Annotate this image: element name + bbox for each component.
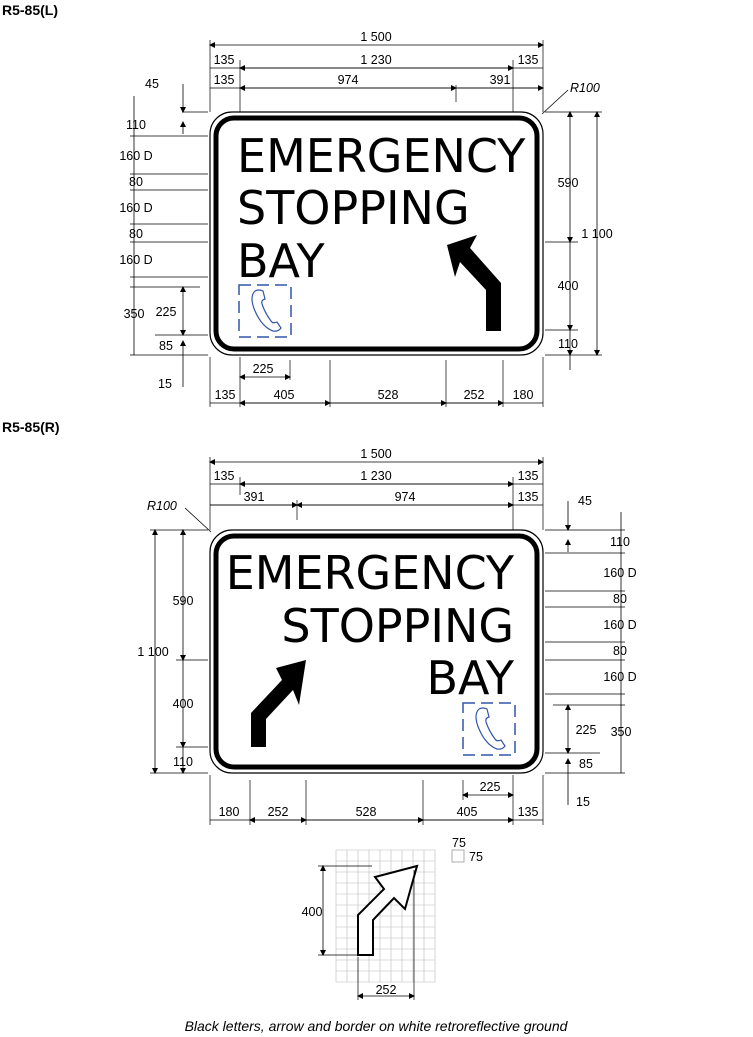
dim-right-margin-r: 135 xyxy=(518,469,539,483)
dim-bottom-seg-3-r: 528 xyxy=(356,805,377,819)
sign-right-line-3: BAY xyxy=(426,651,514,705)
grid-unit-height: 75 xyxy=(469,850,483,864)
sign-right-line-2: STOPPING xyxy=(281,599,514,653)
dim-bottom-seg-5-r: 135 xyxy=(518,805,539,819)
dim-left-590-r: 590 xyxy=(173,594,194,608)
dim-bottom-seg-1: 135 xyxy=(215,388,236,402)
dim-left-400-r: 400 xyxy=(173,697,194,711)
dim-side-350-r: 350 xyxy=(611,725,632,739)
arrow-detail-group: 75 75 400 252 xyxy=(302,836,483,1000)
arrow-up-left-icon xyxy=(447,235,501,331)
dim-right-110: 110 xyxy=(558,337,578,351)
sign-left-group: R5-85(L) 1 500 135 1 230 135 135 974 391… xyxy=(2,2,613,407)
dim-bottom-seg-4-r: 405 xyxy=(457,805,478,819)
dim-bottom-phone: 225 xyxy=(253,362,274,376)
dim-side-110: 110 xyxy=(126,118,146,132)
dim-left-1100-r: 1 100 xyxy=(137,645,168,659)
dim-right-590: 590 xyxy=(558,176,579,190)
dim-side-45: 45 xyxy=(145,77,159,91)
dim-right-margin-r2: 135 xyxy=(518,490,539,504)
dim-side-45-r: 45 xyxy=(578,494,592,508)
dim-bottom-seg-3: 528 xyxy=(378,388,399,402)
dim-side-225-r: 225 xyxy=(576,723,597,737)
legend-caption: Black letters, arrow and border on white… xyxy=(185,1018,569,1034)
dim-side-80b: 80 xyxy=(129,227,143,241)
dim-right-400: 400 xyxy=(558,279,579,293)
dim-side-160c-r: 160 D xyxy=(603,670,636,684)
dim-side-110-r: 110 xyxy=(610,535,630,549)
dim-bottom-seg-2: 405 xyxy=(274,388,295,402)
grid-unit-box xyxy=(451,849,465,863)
dim-side-160a: 160 D xyxy=(119,149,152,163)
dim-overall-width-r: 1 500 xyxy=(360,447,391,461)
sign-left-line-2: STOPPING xyxy=(237,181,470,235)
sign-left-line-3: BAY xyxy=(237,234,325,288)
sign-right-border xyxy=(213,533,540,770)
dim-side-15: 15 xyxy=(158,377,172,391)
telephone-icon-r xyxy=(475,707,506,750)
dim-side-350: 350 xyxy=(124,307,145,321)
dim-inner-width: 1 230 xyxy=(360,53,391,67)
telephone-icon xyxy=(251,289,282,332)
dim-bottom-seg-4: 252 xyxy=(464,388,485,402)
dim-side-85-r: 85 xyxy=(579,757,593,771)
dim-side-160b: 160 D xyxy=(119,201,152,215)
dim-left-110-r: 110 xyxy=(173,755,193,769)
sign-left-border xyxy=(213,115,540,352)
dim-text-width-r: 974 xyxy=(395,490,416,504)
arrow-width-dim: 252 xyxy=(376,983,397,997)
dim-side-15-r: 15 xyxy=(576,795,590,809)
dim-overall-width: 1 500 xyxy=(360,30,391,44)
dim-side-160b-r: 160 D xyxy=(603,618,636,632)
phone-frame xyxy=(238,284,292,338)
radius-label: R100 xyxy=(570,81,600,95)
dim-side-160c: 160 D xyxy=(119,253,152,267)
radius-label-r: R100 xyxy=(147,499,177,513)
dim-right-margin: 135 xyxy=(518,53,539,67)
dim-text-width: 974 xyxy=(338,73,359,87)
dim-arrow-width: 391 xyxy=(490,73,511,87)
arrow-grid xyxy=(335,849,436,983)
dim-side-80a: 80 xyxy=(129,175,143,189)
grid-unit-width: 75 xyxy=(452,836,466,850)
dim-inner-width-r: 1 230 xyxy=(360,469,391,483)
sign-right-line-1: EMERGENCY xyxy=(226,546,515,600)
dim-side-80b-r: 80 xyxy=(613,644,627,658)
dim-right-1100: 1 100 xyxy=(581,227,612,241)
dim-side-85: 85 xyxy=(159,339,173,353)
dim-bottom-seg-2-r: 252 xyxy=(268,805,289,819)
dim-side-80a-r: 80 xyxy=(613,592,627,606)
arrow-outline-icon xyxy=(357,864,419,956)
dim-bottom-phone-r: 225 xyxy=(480,780,501,794)
phone-frame-r xyxy=(462,702,516,756)
dim-left-margin-r: 135 xyxy=(214,469,235,483)
dim-bottom-seg-5: 180 xyxy=(513,388,534,402)
dim-side-225: 225 xyxy=(156,305,177,319)
sign-right-title: R5-85(R) xyxy=(2,419,60,435)
dim-left-margin-2: 135 xyxy=(214,73,235,87)
dim-arrow-width-r: 391 xyxy=(244,490,265,504)
arrow-up-right-icon xyxy=(251,660,306,747)
sign-right-group: R5-85(R) 1 500 135 1 230 135 391 974 135… xyxy=(2,419,637,825)
dim-side-160a-r: 160 D xyxy=(603,566,636,580)
dim-left-margin: 135 xyxy=(214,53,235,67)
dim-bottom-seg-1-r: 180 xyxy=(219,805,240,819)
sign-left-line-1: EMERGENCY xyxy=(237,129,526,183)
sign-left-title: R5-85(L) xyxy=(2,2,58,18)
arrow-height-dim: 400 xyxy=(302,905,323,919)
